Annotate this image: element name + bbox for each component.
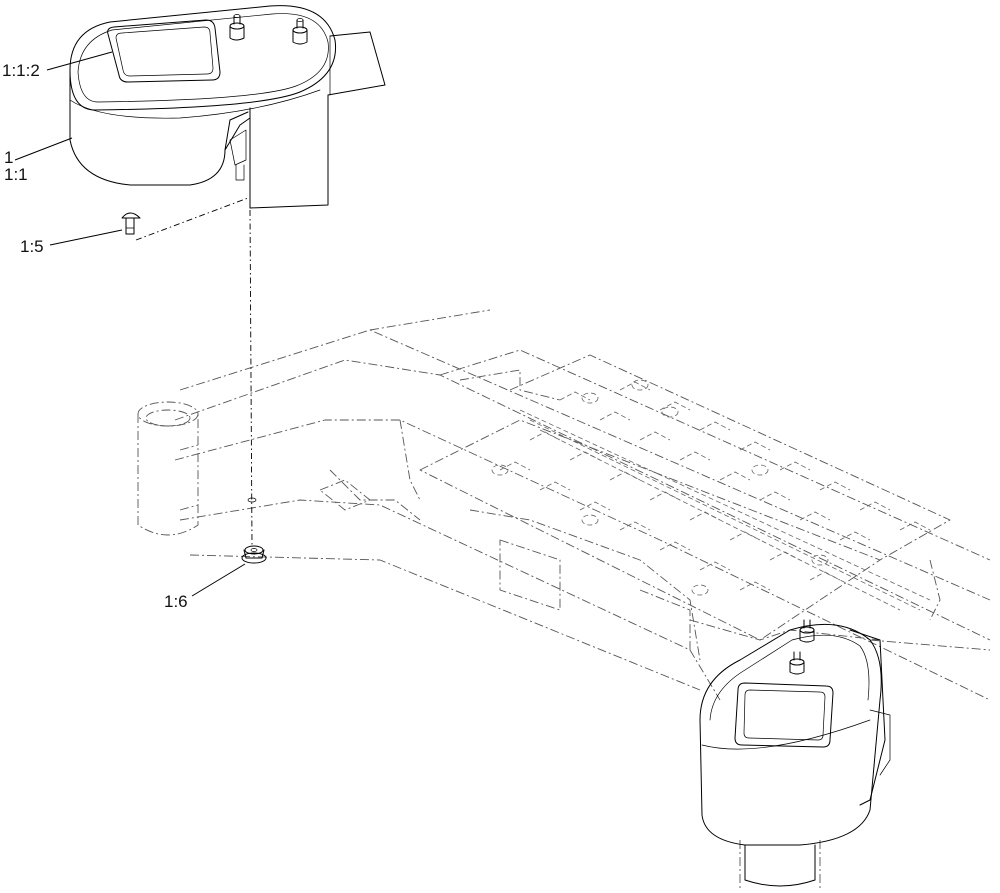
callout-1-5: 1:5 [20, 237, 44, 256]
callout-1: 1 [4, 148, 13, 167]
carriage-bolt-1-5 [121, 212, 141, 235]
callout-labels: 1:1:2 1 1:1 1:5 1:6 [2, 61, 188, 611]
leader-lines [14, 51, 246, 597]
machine-frame-phantom [137, 309, 991, 890]
cover-stud-right [292, 18, 308, 45]
cover-stud-left [229, 14, 245, 41]
leader-1 [14, 137, 73, 161]
callout-1-1: 1:1 [4, 165, 28, 184]
installed-cover [699, 619, 891, 887]
leader-1-1-2 [46, 51, 113, 71]
callout-1-6: 1:6 [164, 592, 188, 611]
cover-assembly-exploded [69, 5, 386, 209]
flange-nut-1-6 [241, 545, 267, 564]
leader-1-5 [49, 229, 123, 246]
assembly-centerlines [135, 197, 257, 546]
leader-1-6 [191, 563, 246, 597]
callout-1-1-2: 1:1:2 [2, 61, 40, 80]
